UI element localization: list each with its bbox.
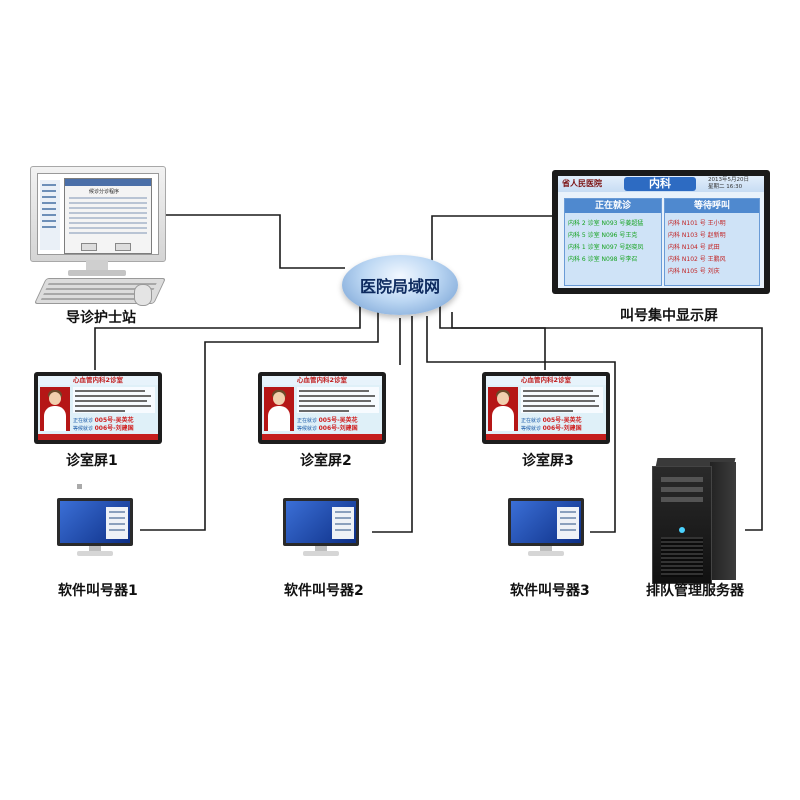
- hospital-lan-cloud: 医院局域网: [342, 255, 458, 315]
- waiting-patient: 等候就诊 006号-刘建国: [521, 425, 582, 432]
- room-title: 心血管内科2诊室: [486, 376, 606, 385]
- mouse-icon: [134, 284, 152, 306]
- waiting-row: 内科 N101 号 王小明: [668, 220, 726, 227]
- monitor-neck: [86, 260, 108, 270]
- app-dialog: 候诊分诊程序: [64, 178, 152, 254]
- caller-monitor-3: [508, 498, 584, 556]
- time-text: 星期二 16:30: [708, 184, 743, 190]
- wire-server: [451, 312, 763, 531]
- nurse-station-computer: 候诊分诊程序: [30, 166, 166, 278]
- app-button: [81, 243, 97, 251]
- room-screen-3-label: 诊室屏3: [522, 453, 574, 469]
- waiting-header: 等待呼叫: [665, 199, 759, 213]
- lan-label: 医院局域网: [359, 277, 440, 296]
- waiting-row: 内科 N102 号 王鹏风: [668, 256, 726, 263]
- app-titlebar: [65, 179, 151, 186]
- caller-3-label: 软件叫号器3: [510, 583, 590, 599]
- wire-caller-3: [426, 316, 616, 533]
- wire-nurse-station: [163, 214, 345, 269]
- room-screen-display: 心血管内科2诊室 正在就诊 005号-吴英花 等候就诊 006号-刘建国: [262, 376, 382, 440]
- marker-dot: [77, 484, 82, 489]
- caller-monitor-1: [57, 498, 133, 556]
- wire-room-screen-3: [439, 305, 546, 370]
- room-footer: [38, 434, 158, 440]
- app-button: [115, 243, 131, 251]
- server-label: 排队管理服务器: [646, 583, 744, 599]
- waiting-panel: 等待呼叫 内科 N101 号 王小明 内科 N103 号 赵新明 内科 N104…: [664, 198, 760, 286]
- central-display-content: 省人民医院 内科 2013年5月20日 星期二 16:30 正在就诊 内科 2 …: [558, 176, 764, 288]
- desktop-screen: [511, 501, 581, 543]
- server-tower-icon: [652, 458, 736, 584]
- in-progress-row: 内科 1 诊室 N097 号赵晓凤: [568, 244, 644, 251]
- monitor-screen: 候诊分诊程序: [37, 173, 159, 255]
- monitor-frame: 候诊分诊程序: [30, 166, 166, 262]
- caller-monitor-2: [283, 498, 359, 556]
- doctor-photo: [264, 387, 294, 431]
- room-screen-display: 心血管内科2诊室 正在就诊 005号-吴英花 等候就诊 006号-刘建国: [486, 376, 606, 440]
- room-screen-3: 心血管内科2诊室 正在就诊 005号-吴英花 等候就诊 006号-刘建国: [482, 372, 610, 444]
- in-progress-header: 正在就诊: [565, 199, 661, 213]
- wire-room-screen-1: [94, 305, 361, 370]
- waiting-row: 内科 N103 号 赵新明: [668, 232, 726, 239]
- room-screen-1-label: 诊室屏1: [66, 453, 118, 469]
- in-progress-row: 内科 5 诊室 N096 号王克: [568, 232, 638, 239]
- room-screen-1: 心血管内科2诊室 正在就诊 005号-吴英花 等候就诊 006号-刘建国: [34, 372, 162, 444]
- current-patient: 正在就诊 005号-吴英花: [521, 417, 582, 424]
- waiting-patient: 等候就诊 006号-刘建国: [297, 425, 358, 432]
- waiting-row: 内科 N104 号 武田: [668, 244, 720, 251]
- display-date: 2013年5月20日 星期二 16:30: [708, 177, 749, 191]
- hospital-logo: 省人民医院: [562, 178, 602, 188]
- doctor-info: [297, 387, 379, 413]
- doctor-photo: [488, 387, 518, 431]
- nurse-station-label: 导诊护士站: [66, 310, 136, 326]
- in-progress-panel: 正在就诊 内科 2 诊室 N093 号姜超猛 内科 5 诊室 N096 号王克 …: [564, 198, 662, 286]
- room-screen-display: 心血管内科2诊室 正在就诊 005号-吴英花 等候就诊 006号-刘建国: [38, 376, 158, 440]
- room-screen-2: 心血管内科2诊室 正在就诊 005号-吴英花 等候就诊 006号-刘建国: [258, 372, 386, 444]
- desktop-screen: [60, 501, 130, 543]
- central-display-screen: 省人民医院 内科 2013年5月20日 星期二 16:30 正在就诊 内科 2 …: [552, 170, 770, 294]
- current-patient: 正在就诊 005号-吴英花: [297, 417, 358, 424]
- doctor-photo: [40, 387, 70, 431]
- date-text: 2013年5月20日: [708, 177, 749, 183]
- desktop-screen: [286, 501, 356, 543]
- room-title: 心血管内科2诊室: [38, 376, 158, 385]
- central-display-header: 省人民医院 内科 2013年5月20日 星期二 16:30: [558, 176, 764, 192]
- doctor-info: [521, 387, 603, 413]
- caller-app-window: [332, 507, 354, 539]
- room-screen-2-label: 诊室屏2: [300, 453, 352, 469]
- app-sidebar: [40, 180, 60, 250]
- room-footer: [262, 434, 382, 440]
- wire-caller-2: [372, 316, 413, 533]
- in-progress-row: 内科 2 诊室 N093 号姜超猛: [568, 220, 644, 227]
- wire-central-display: [431, 215, 556, 265]
- central-display-label: 叫号集中显示屏: [620, 308, 718, 324]
- department-title: 内科: [624, 177, 696, 191]
- caller-app-window: [557, 507, 579, 539]
- in-progress-row: 内科 6 诊室 N098 号李召: [568, 256, 638, 263]
- monitor-base: [68, 270, 126, 276]
- caller-app-window: [106, 507, 128, 539]
- caller-2-label: 软件叫号器2: [284, 583, 364, 599]
- wire-caller-1: [140, 312, 379, 531]
- caller-1-label: 软件叫号器1: [58, 583, 138, 599]
- room-footer: [486, 434, 606, 440]
- doctor-info: [73, 387, 155, 413]
- waiting-patient: 等候就诊 006号-刘建国: [73, 425, 134, 432]
- app-title: 候诊分诊程序: [89, 189, 120, 195]
- room-title: 心血管内科2诊室: [262, 376, 382, 385]
- current-patient: 正在就诊 005号-吴英花: [73, 417, 134, 424]
- waiting-row: 内科 N105 号 刘庆: [668, 268, 720, 275]
